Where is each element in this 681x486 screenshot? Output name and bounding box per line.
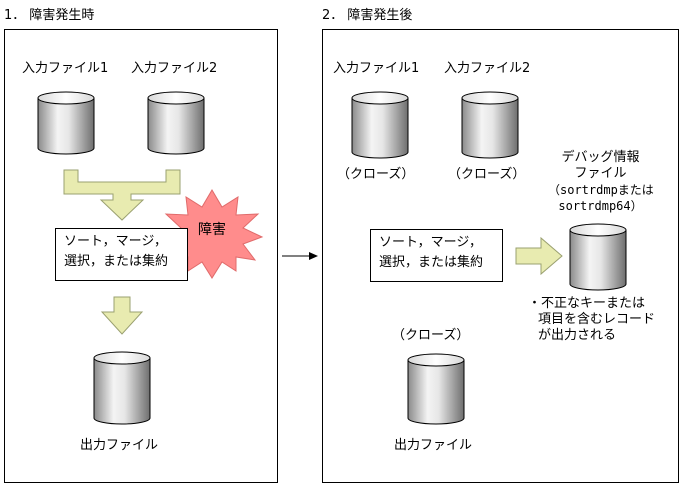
flow-arrow-icon	[282, 252, 318, 260]
cylinder-icon	[147, 91, 205, 155]
failure-label: 障害	[198, 222, 226, 238]
input-file-1-label: 入力ファイル1	[22, 61, 109, 76]
process-box: ソート，マージ， 選択，または集約	[370, 229, 503, 282]
process-box: ソート，マージ， 選択，または集約	[55, 228, 188, 281]
debug-line-2: ファイル	[574, 166, 627, 181]
note-line-2: 項目を含むレコード	[538, 312, 656, 327]
output-file-label: 出力ファイル	[80, 438, 159, 453]
debug-line-1: デバッグ情報	[561, 150, 640, 165]
block-arrow-icon	[515, 236, 563, 276]
debug-line-3: （sortrdmpまたは	[548, 183, 654, 197]
cylinder-icon	[351, 91, 409, 159]
block-arrow-icon	[100, 296, 144, 335]
close-label: （クローズ）	[337, 167, 415, 182]
process-line-2: 選択，または集約	[64, 254, 169, 269]
debug-file-label: デバッグ情報 ファイル （sortrdmpまたは sortrdmp64）	[548, 150, 654, 214]
cylinder-icon	[569, 223, 627, 291]
close-label: （クローズ）	[392, 328, 470, 343]
invalid-record-note: ・不正なキーまたは 項目を含むレコード が出力される	[528, 296, 655, 344]
note-line-3: が出力される	[538, 328, 617, 343]
cylinder-icon	[407, 353, 465, 425]
after-title: 2． 障害発生後	[322, 8, 413, 23]
process-line-1: ソート，マージ，	[379, 235, 482, 250]
output-file-label: 出力ファイル	[394, 438, 473, 453]
debug-line-4: sortrdmp64）	[558, 199, 643, 213]
block-arrow-icon	[63, 169, 181, 221]
note-line-1: ・不正なキーまたは	[528, 296, 646, 311]
process-line-1: ソート，マージ，	[64, 234, 167, 249]
input-file-2-label: 入力ファイル2	[131, 61, 218, 76]
input-file-1-label: 入力ファイル1	[333, 61, 420, 76]
close-label: （クローズ）	[448, 167, 526, 182]
cylinder-icon	[37, 91, 95, 155]
before-title: 1． 障害発生時	[4, 8, 95, 23]
input-file-2-label: 入力ファイル2	[444, 61, 531, 76]
process-line-2: 選択，または集約	[379, 255, 484, 270]
cylinder-icon	[461, 91, 519, 159]
cylinder-icon	[93, 351, 151, 425]
